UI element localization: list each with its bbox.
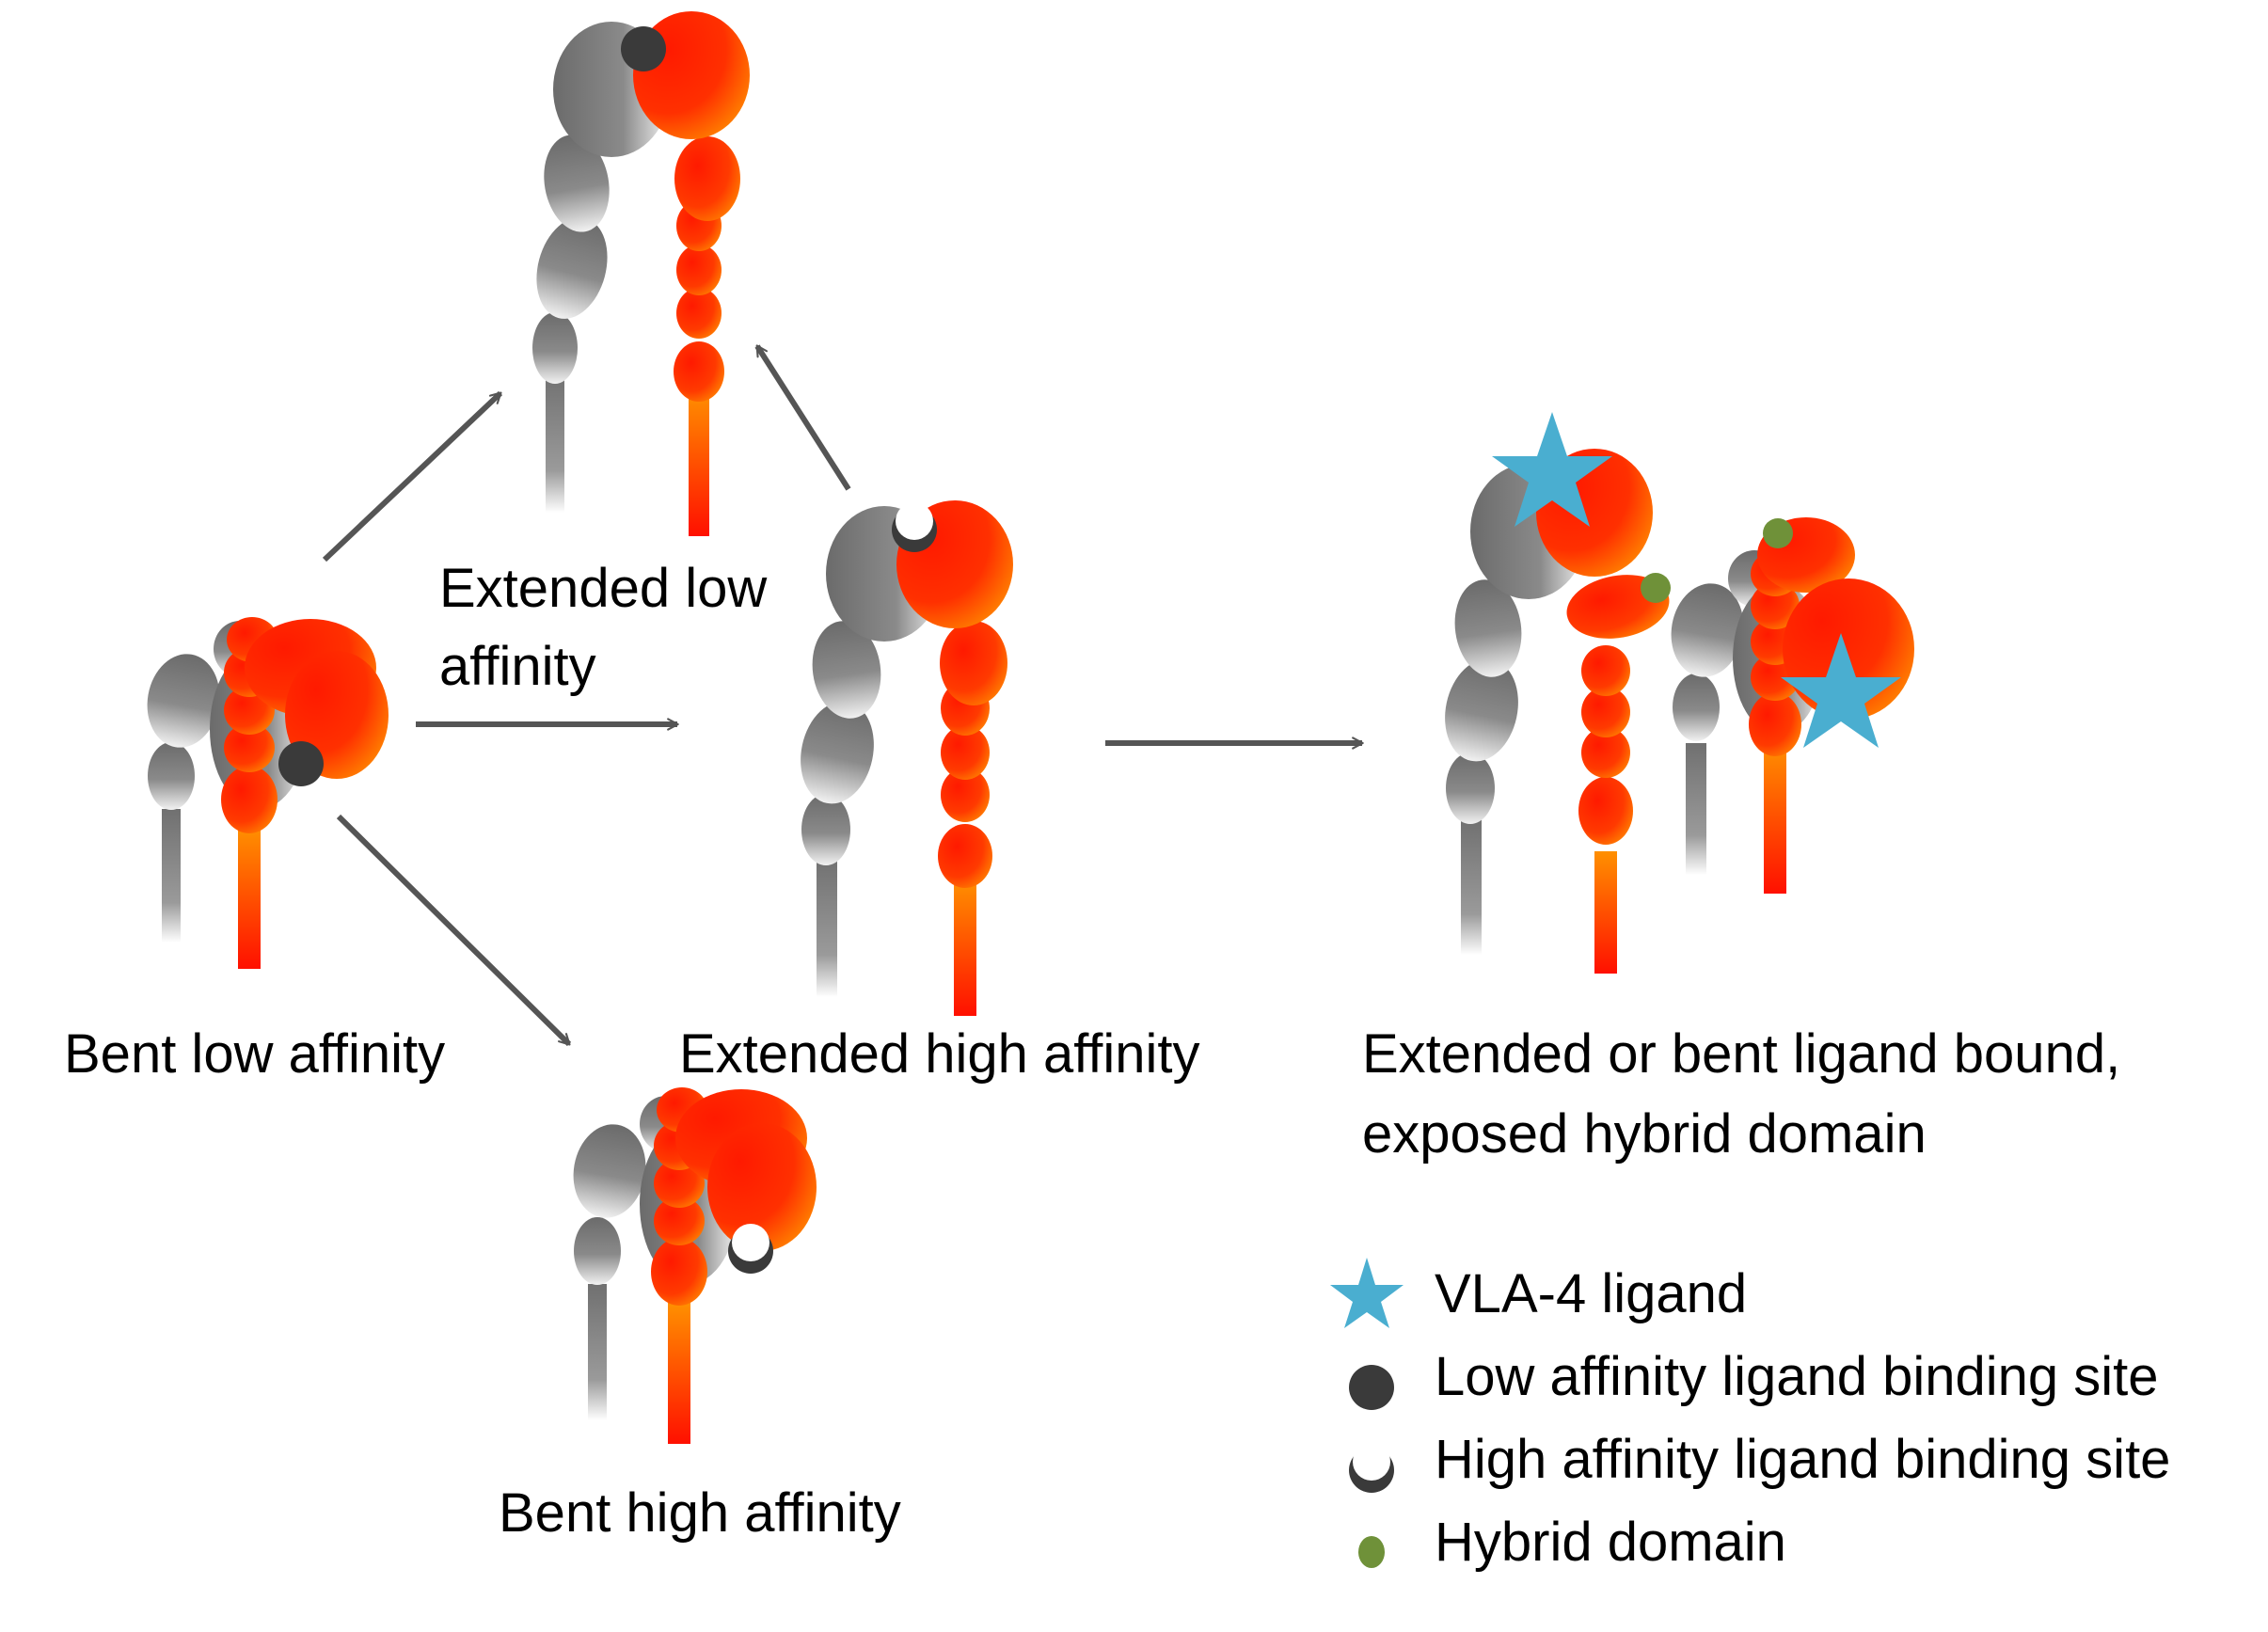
transition-arrows — [322, 344, 1364, 1047]
label-extended-high-affinity: Extended high affinity — [679, 1023, 1200, 1085]
low-affinity-site-icon — [621, 26, 666, 71]
integrin-extended-ligand-bound — [1445, 412, 1671, 974]
star-icon — [1781, 633, 1901, 748]
label-extended-low-affinity-line2: affinity — [439, 636, 596, 697]
label-bent-low-affinity: Bent low affinity — [64, 1023, 446, 1085]
label-extended-low-affinity-line1: Extended low — [439, 558, 768, 619]
star-icon — [1330, 1258, 1404, 1328]
integrin-extended-low-affinity — [532, 11, 750, 536]
arrow-extended-high-to-extended-low — [754, 344, 851, 491]
integrin-bent-low-affinity — [147, 617, 389, 969]
legend-item-ligand: VLA-4 ligand — [1435, 1263, 1748, 1324]
hybrid-domain-icon — [1358, 1536, 1385, 1568]
label-bound-line1: Extended or bent ligand bound, — [1362, 1023, 2121, 1085]
integrin-bent-ligand-bound — [1671, 517, 1914, 894]
label-bound-line2: exposed hybrid domain — [1362, 1103, 1927, 1165]
arrow-bent-low-to-bent-high — [336, 814, 572, 1047]
integrin-bent-high-affinity — [573, 1087, 817, 1444]
legend-item-high-affinity-site: High affinity ligand binding site — [1435, 1429, 2171, 1490]
high-affinity-site-icon — [1349, 1443, 1394, 1493]
legend-item-low-affinity-site: Low affinity ligand binding site — [1435, 1346, 2159, 1407]
low-affinity-site-icon — [278, 741, 324, 786]
hybrid-domain-icon — [1641, 573, 1671, 603]
legend-icons — [1330, 1258, 1404, 1568]
low-affinity-site-icon — [1349, 1365, 1394, 1410]
legend-item-hybrid-domain: Hybrid domain — [1435, 1512, 1786, 1573]
label-bent-high-affinity: Bent high affinity — [499, 1482, 901, 1544]
hybrid-domain-icon — [1763, 518, 1793, 548]
star-icon — [1492, 412, 1612, 527]
arrow-bent-low-to-extended-low — [322, 390, 503, 562]
integrin-extended-high-affinity — [801, 500, 1013, 1016]
